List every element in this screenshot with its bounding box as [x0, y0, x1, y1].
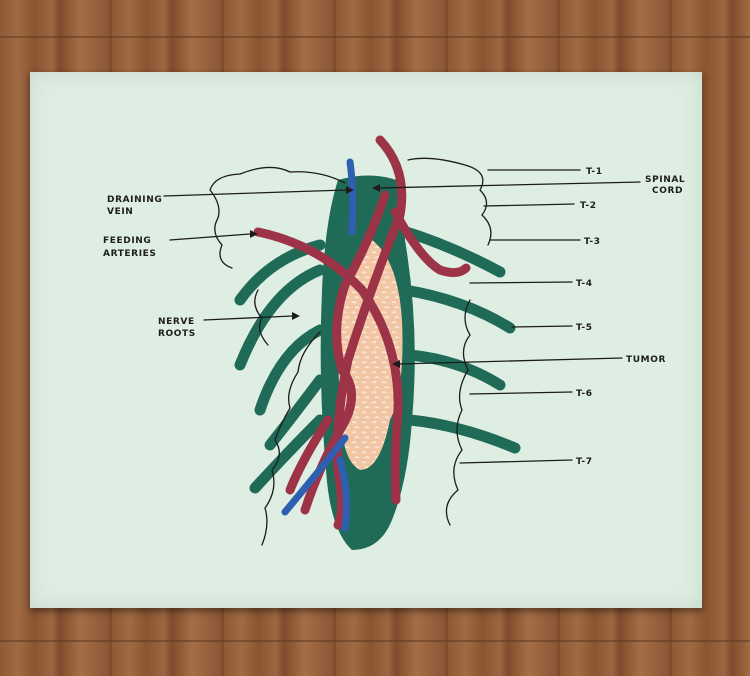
- label-draining-vein-line-2: VEIN: [107, 207, 133, 217]
- label-level-t3: T-3: [584, 237, 601, 247]
- tumor: [338, 240, 403, 470]
- label-spinal-cord-line-2: CORD: [652, 186, 683, 196]
- label-level-t1: T-1: [586, 167, 603, 177]
- label-feeding-arteries-line-2: ARTERIES: [103, 249, 157, 259]
- label-level-t7: T-7: [576, 457, 593, 467]
- label-level-t5: T-5: [576, 323, 593, 333]
- label-spinal-cord-line-1: SPINAL: [645, 175, 685, 185]
- draining-vein: [281, 158, 357, 532]
- floor-seam: [0, 36, 750, 38]
- ink-lines-right: [407, 157, 492, 526]
- label-tumor: TUMOR: [626, 355, 666, 365]
- nerve-roots: [234, 224, 521, 494]
- label-nerve-roots-line-1: NERVE: [158, 317, 195, 327]
- label-draining-vein-line-1: DRAINING: [107, 195, 162, 205]
- label-nerve-roots-line-2: ROOTS: [158, 329, 196, 339]
- label-level-t6: T-6: [576, 389, 593, 399]
- label-feeding-arteries-line-1: FEEDING: [103, 236, 151, 246]
- label-level-t4: T-4: [576, 279, 593, 289]
- cord-lower-lobe: [345, 467, 391, 542]
- floor-seam: [0, 640, 750, 642]
- leader-lines: [163, 169, 641, 464]
- label-level-t2: T-2: [580, 201, 597, 211]
